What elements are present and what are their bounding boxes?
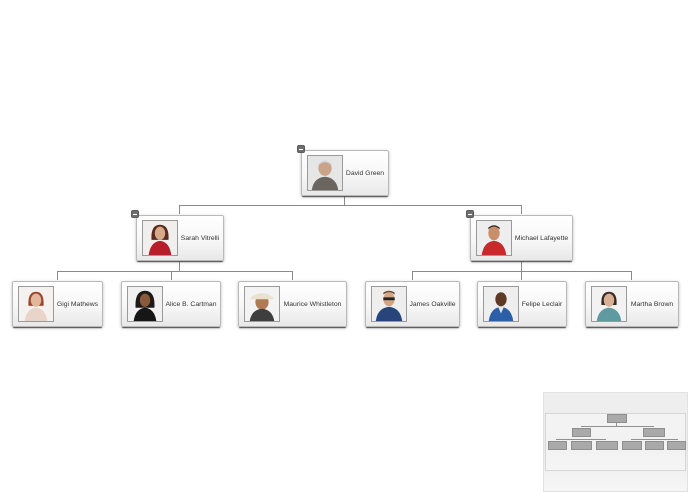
- connector-root-down: [344, 196, 345, 206]
- node-alice-b-cartman[interactable]: Alice B. Cartman: [121, 281, 221, 327]
- minimap-node: [667, 441, 686, 450]
- minimap-connector: [631, 439, 678, 440]
- person-red-hair-icon: [142, 220, 178, 256]
- person-teal-top-icon: [591, 286, 627, 322]
- connector-to-alice: [171, 271, 172, 280]
- node-sarah-vitrelli[interactable]: Sarah Vitrelli: [136, 215, 224, 261]
- person-hand-on-face-icon: [18, 286, 54, 322]
- minimap-node: [643, 428, 665, 437]
- minimap-connector: [581, 426, 654, 427]
- node-name: Felipe Leclair: [521, 300, 563, 308]
- node-name: James Oakville: [409, 300, 456, 308]
- person-hat-icon: [244, 286, 280, 322]
- node-name: Martha Brown: [630, 300, 674, 308]
- minimap-connector: [556, 439, 606, 440]
- overview-minimap[interactable]: [543, 392, 688, 492]
- minimap-node: [571, 441, 592, 450]
- person-dark-hair-icon: [127, 286, 163, 322]
- minimap-connector: [616, 423, 617, 426]
- collapse-minus-icon[interactable]: [297, 145, 305, 153]
- connector-managers-bar: [179, 205, 522, 206]
- connector-to-gigi: [57, 271, 58, 280]
- connector-sarah-down: [179, 261, 180, 271]
- person-red-shirt-icon: [476, 220, 512, 256]
- node-name: Alice B. Cartman: [165, 300, 217, 308]
- minimap-node: [596, 441, 618, 450]
- node-felipe-leclair[interactable]: Felipe Leclair: [477, 281, 567, 327]
- connector-to-michael: [521, 205, 522, 214]
- node-martha-brown[interactable]: Martha Brown: [585, 281, 679, 327]
- minimap-node: [645, 441, 664, 450]
- person-blue-jacket-icon: [483, 286, 519, 322]
- minimap-node: [607, 414, 627, 423]
- node-name: Gigi Mathews: [56, 300, 99, 308]
- connector-to-felipe: [521, 271, 522, 280]
- connector-michael-down: [521, 261, 522, 271]
- connector-to-maurice: [292, 271, 293, 280]
- collapse-minus-icon[interactable]: [131, 210, 139, 218]
- person-glasses-icon: [371, 286, 407, 322]
- node-gigi-mathews[interactable]: Gigi Mathews: [12, 281, 103, 327]
- person-gray-sweater-icon: [307, 155, 343, 191]
- node-name: David Green: [345, 169, 385, 177]
- node-michael-lafayette[interactable]: Michael Lafayette: [470, 215, 573, 261]
- node-james-oakville[interactable]: James Oakville: [365, 281, 460, 327]
- node-david-green[interactable]: David Green: [301, 150, 389, 196]
- connector-to-james: [412, 271, 413, 280]
- minimap-viewport[interactable]: [545, 413, 686, 471]
- collapse-minus-icon[interactable]: [466, 210, 474, 218]
- connector-to-sarah: [179, 205, 180, 214]
- connector-to-martha: [631, 271, 632, 280]
- connector-michael-bar: [412, 271, 632, 272]
- connector-sarah-bar: [57, 271, 293, 272]
- minimap-node: [572, 428, 591, 437]
- minimap-node: [548, 441, 567, 450]
- node-maurice-whistleton[interactable]: Maurice Whistleton: [238, 281, 347, 327]
- node-name: Michael Lafayette: [514, 234, 569, 242]
- node-name: Maurice Whistleton: [283, 300, 342, 308]
- minimap-node: [622, 441, 642, 450]
- node-name: Sarah Vitrelli: [180, 234, 220, 242]
